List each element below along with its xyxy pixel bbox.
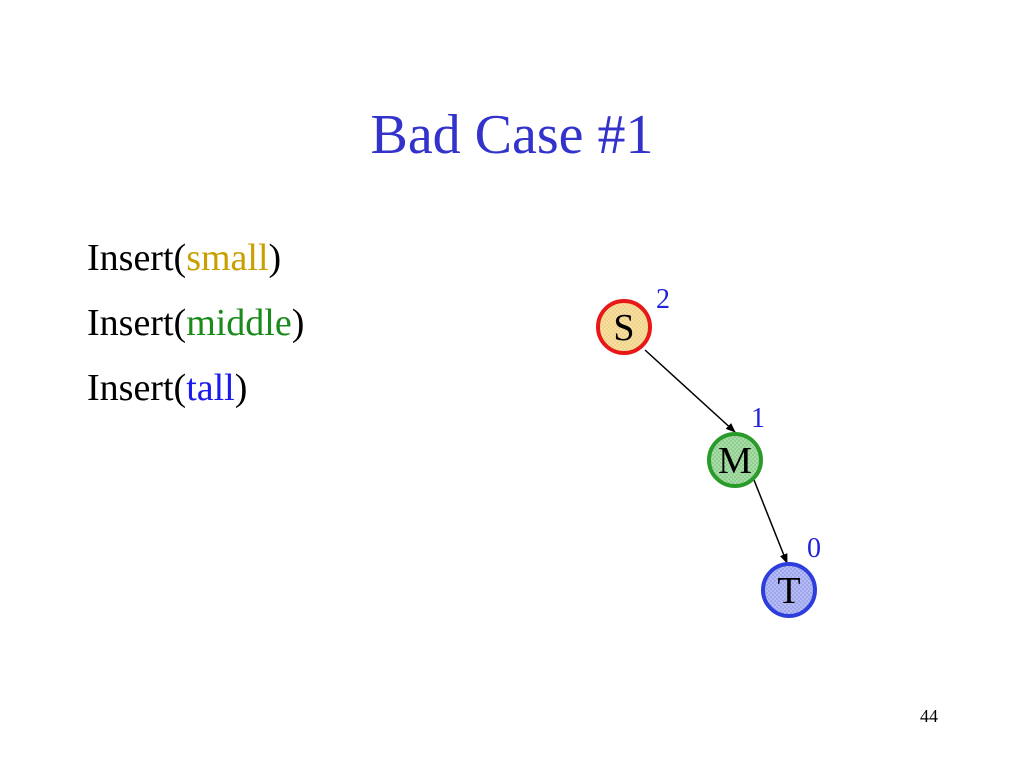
tree-node-t: T 0 [761,533,821,618]
insert-suffix: ) [291,302,305,344]
insert-arg-middle: middle [186,302,292,344]
node-circle [707,432,763,488]
tree-node-m: M 1 [707,403,765,488]
node-height-label: 0 [807,533,821,564]
page-number: 44 [920,706,938,726]
edge-m-to-t [753,479,788,564]
slide-title: Bad Case #1 [370,104,654,166]
insert-prefix: Insert( [87,367,187,409]
node-letter: T [777,570,800,612]
insert-line-tall: Insert(tall) [87,358,304,423]
node-circle [596,299,652,355]
insert-list: Insert(small) Insert(middle) Insert(tall… [87,228,304,423]
insert-suffix: ) [234,367,248,409]
node-letter: M [718,440,752,482]
insert-arg-small: small [186,237,269,279]
edge-s-to-m [644,349,736,433]
node-letter: S [613,307,634,349]
insert-line-small: Insert(small) [87,228,304,293]
node-height-label: 2 [656,284,670,315]
node-circle [761,562,817,618]
insert-prefix: Insert( [87,237,187,279]
insert-arg-tall: tall [186,367,235,409]
node-height-label: 1 [751,403,765,434]
insert-suffix: ) [268,237,282,279]
insert-line-middle: Insert(middle) [87,293,304,358]
tree-node-s: S 2 [596,284,670,355]
insert-prefix: Insert( [87,302,187,344]
